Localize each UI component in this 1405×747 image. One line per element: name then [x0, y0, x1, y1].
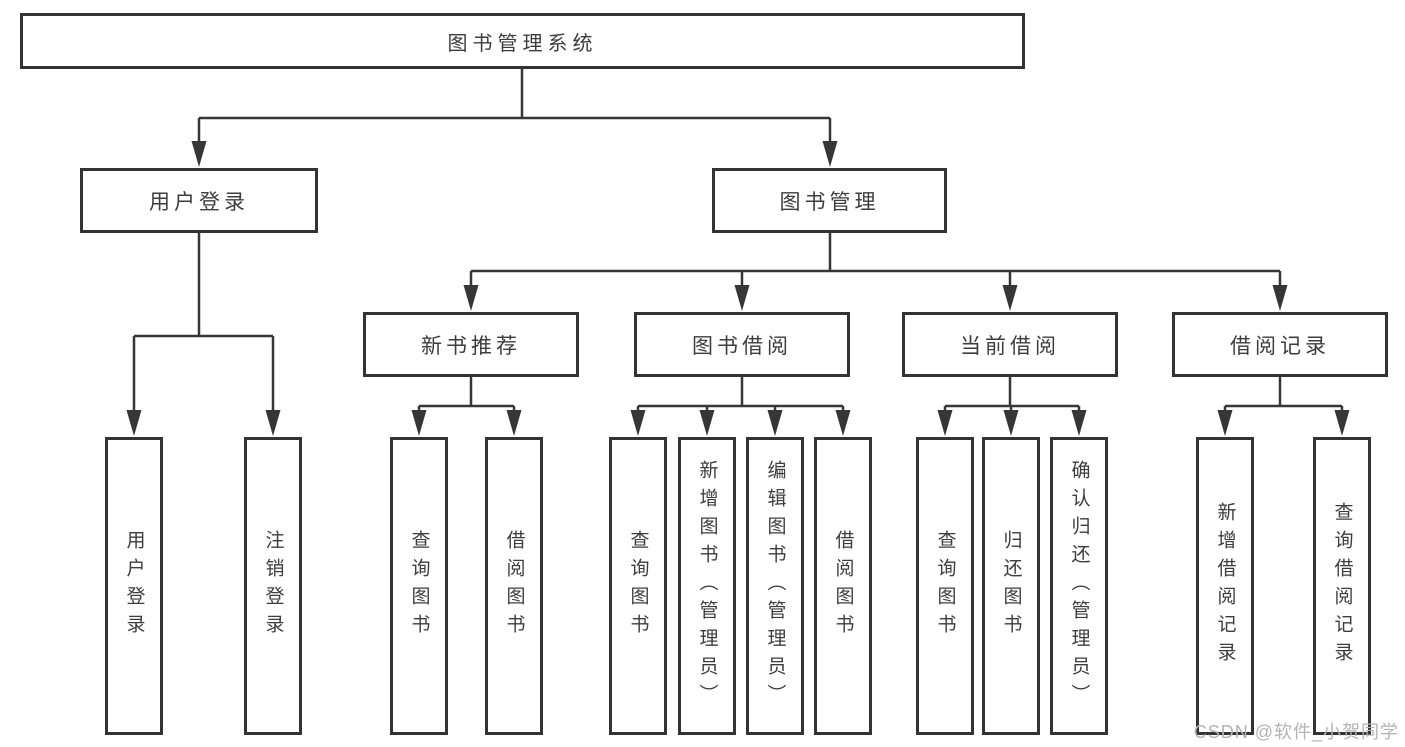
leaf-label: 查询图书	[408, 530, 430, 642]
leaf-add-borrow-record: 新增借阅记录	[1196, 437, 1254, 735]
node-book-borrow: 图书借阅	[634, 312, 850, 377]
node-current-borrow: 当前借阅	[902, 312, 1118, 377]
leaf-query-books-borrow: 查询图书	[609, 437, 667, 735]
leaf-borrow-books-recommend: 借阅图书	[485, 437, 543, 735]
leaf-user-login: 用户登录	[105, 437, 163, 735]
leaf-label: 查询图书	[934, 530, 956, 642]
node-borrow-records: 借阅记录	[1172, 312, 1388, 377]
leaf-label: 借阅图书	[832, 530, 854, 642]
leaf-label: 查询图书	[627, 530, 649, 642]
leaf-edit-book-admin: 编辑图书（管理员）	[746, 437, 804, 735]
node-user-login: 用户登录	[80, 168, 318, 233]
leaf-label: 用户登录	[123, 530, 145, 642]
leaf-label: 新增借阅记录	[1214, 502, 1236, 670]
leaf-label: 查询借阅记录	[1331, 502, 1353, 670]
leaf-label: 借阅图书	[503, 530, 525, 642]
watermark: CSDN @软件_小贺同学	[1193, 722, 1399, 742]
leaf-label: 编辑图书（管理员）	[764, 460, 786, 712]
leaf-label: 确认归还（管理员）	[1068, 460, 1090, 712]
leaf-label: 注销登录	[262, 530, 284, 642]
leaf-query-books-current: 查询图书	[916, 437, 974, 735]
leaf-logout: 注销登录	[244, 437, 302, 735]
leaf-label: 归还图书	[1000, 530, 1022, 642]
leaf-return-book: 归还图书	[982, 437, 1040, 735]
leaf-label: 新增图书（管理员）	[696, 460, 718, 712]
leaf-confirm-return-admin: 确认归还（管理员）	[1050, 437, 1108, 735]
node-book-management: 图书管理	[712, 168, 947, 233]
leaf-add-book-admin: 新增图书（管理员）	[678, 437, 736, 735]
leaf-query-borrow-record: 查询借阅记录	[1313, 437, 1371, 735]
node-library-system: 图书管理系统	[20, 13, 1025, 69]
node-new-book-recommend: 新书推荐	[363, 312, 579, 377]
leaf-query-books-recommend: 查询图书	[390, 437, 448, 735]
leaf-borrow-books: 借阅图书	[814, 437, 872, 735]
